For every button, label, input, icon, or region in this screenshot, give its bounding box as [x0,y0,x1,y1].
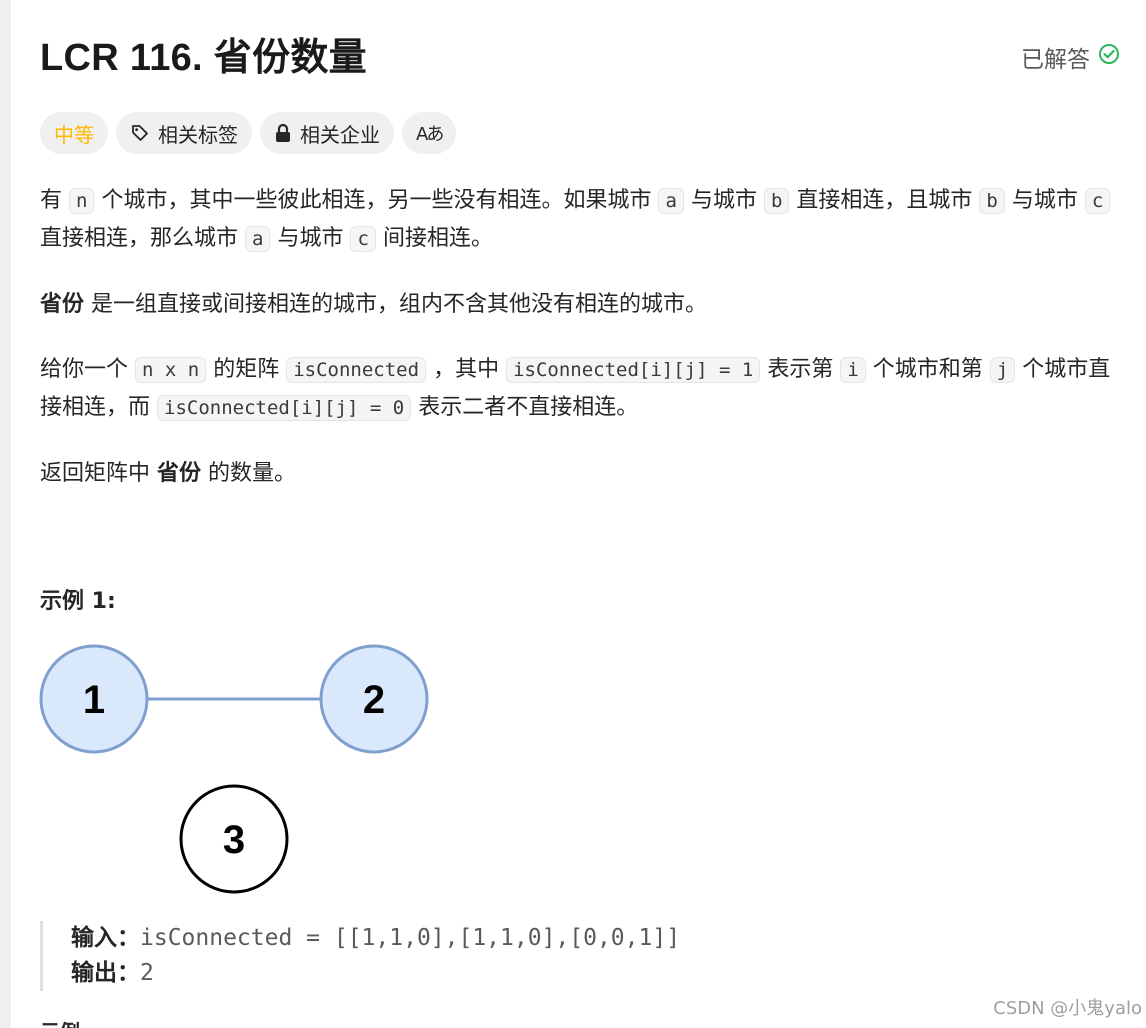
graph-node-1: 1 [39,644,149,754]
related-companies-label: 相关企业 [300,122,380,147]
inline-code: c [1084,188,1111,214]
input-label: 输入： [71,925,140,951]
text: 个城市，其中一些彼此相连，另一些没有相连。如果城市 [101,188,652,213]
related-tags-button[interactable]: 相关标签 [116,112,252,154]
problem-description: 有 n 个城市，其中一些彼此相连，另一些没有相连。如果城市 a 与城市 b 直接… [40,182,1120,492]
text: 表示二者不直接相连。 [418,395,639,420]
node-label: 2 [363,678,385,722]
description-paragraph-3: 给你一个 n x n 的矩阵 isConnected ，其中 isConnect… [40,351,1120,427]
text: 直接相连，且城市 [796,188,973,213]
node-label: 3 [223,818,245,862]
text: 与城市 [1011,188,1078,213]
inline-code: c [350,226,376,252]
inline-code: a [658,188,684,214]
inline-code: a [245,226,271,252]
description-paragraph-2: 省份 是一组直接或间接相连的城市，组内不含其他没有相连的城市。 [40,286,1120,323]
difficulty-badge[interactable]: 中等 [40,112,108,154]
output-label: 输出： [71,960,140,986]
example-1-io: 输入：isConnected = [[1,1,0],[1,1,0],[0,0,1… [40,921,751,991]
graph-node-3: 3 [179,784,289,894]
text: ，其中 [433,357,500,382]
check-circle-icon [1098,43,1120,71]
text: 个城市和第 [872,357,983,382]
inline-code: n x n [135,357,207,383]
inline-code: isConnected[i][j] = 1 [506,357,761,383]
inline-code: b [979,188,1005,214]
tag-row: 中等 相关标签 相关企业 Aあ [40,112,457,154]
translate-button[interactable]: Aあ [402,112,457,154]
difficulty-label: 中等 [54,122,94,147]
tag-icon [130,123,150,143]
text: 的矩阵 [213,357,280,382]
solved-status: 已解答 [1021,40,1120,74]
description-paragraph-1: 有 n 个城市，其中一些彼此相连，另一些没有相连。如果城市 a 与城市 b 直接… [40,182,1120,258]
text: 与城市 [277,226,344,251]
input-value: isConnected = [[1,1,0],[1,1,0],[0,0,1]] [140,925,681,951]
bold-text: 省份 [40,292,85,317]
graph-node-2: 2 [319,644,429,754]
inline-code: b [763,188,790,214]
watermark: CSDN @小鬼yalo [993,998,1142,1019]
text: 返回矩阵中 [40,461,151,486]
node-label: 1 [83,678,105,722]
left-edge-strip [0,0,11,1028]
text: 间接相连。 [382,226,493,251]
example-input-line: 输入：isConnected = [[1,1,0],[1,1,0],[0,0,1… [71,921,751,956]
inline-code: n [69,188,95,214]
bold-text: 省份 [157,461,202,486]
example-1-graph: 1 2 3 [38,642,438,901]
example-output-line: 输出：2 [71,956,751,991]
text: 个城市直接相连，而 [40,357,1111,420]
description-paragraph-4: 返回矩阵中 省份 的数量。 [40,455,1120,492]
text: 直接相连，那么城市 [40,226,239,251]
output-value: 2 [140,960,154,986]
text: 给你一个 [40,357,129,382]
text: 表示第 [767,357,834,382]
text: 是一组直接或间接相连的城市，组内不含其他没有相连的城市。 [91,292,708,317]
problem-title: LCR 116. 省份数量 [40,37,367,79]
example-1-title: 示例 1: [40,589,116,614]
inline-code: isConnected [286,357,427,383]
related-tags-label: 相关标签 [158,122,238,147]
translate-icon: Aあ [416,124,444,145]
solved-label: 已解答 [1021,47,1090,73]
inline-code: isConnected[i][j] = 0 [157,395,412,421]
lock-icon [274,123,292,143]
text: 的数量。 [208,461,297,486]
inline-code: i [840,357,866,383]
next-example-title: 示例 [40,1016,80,1028]
text: 与城市 [690,188,757,213]
inline-code: j [989,357,1016,383]
text: 有 [40,188,63,213]
related-companies-button[interactable]: 相关企业 [260,112,394,154]
